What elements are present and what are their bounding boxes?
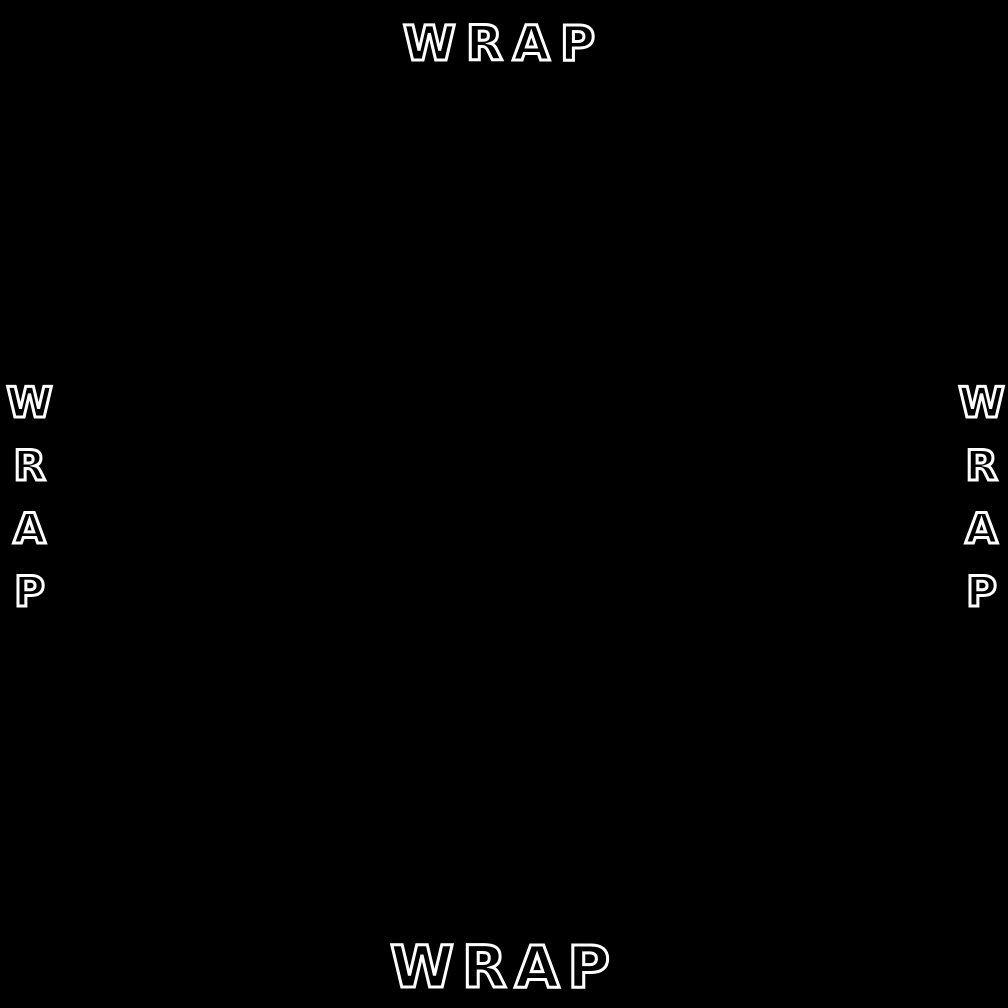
wrap-label-bottom: WRAP bbox=[388, 933, 619, 1001]
wrap-label-right: WRAP bbox=[956, 377, 1008, 632]
wrap-label-left: WRAP bbox=[4, 377, 56, 632]
wrap-label-top: WRAP bbox=[401, 16, 606, 72]
